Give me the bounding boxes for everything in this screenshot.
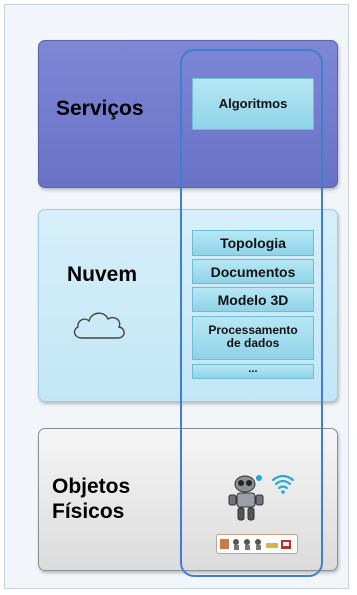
cross-layer-column-outline: [180, 49, 323, 577]
topology-box: Topologia: [192, 230, 314, 256]
cloud-icon: [73, 312, 125, 339]
algorithms-box: Algoritmos: [192, 78, 314, 130]
data-processing-box: Processamento de dados: [192, 316, 314, 360]
services-label: Serviços: [56, 97, 144, 120]
cloud-label: Nuvem: [67, 263, 138, 286]
wifi-icon: [271, 474, 295, 494]
robot-figure: [228, 475, 264, 521]
3d-model-box: Modelo 3D: [192, 287, 314, 312]
robot-icon: [228, 474, 295, 521]
iot-objects-icon: [216, 534, 298, 554]
ellipsis-box: ...: [192, 364, 314, 379]
documents-box: Documentos: [192, 259, 314, 284]
physical-objects-label: Objetos Físicos: [52, 475, 131, 523]
